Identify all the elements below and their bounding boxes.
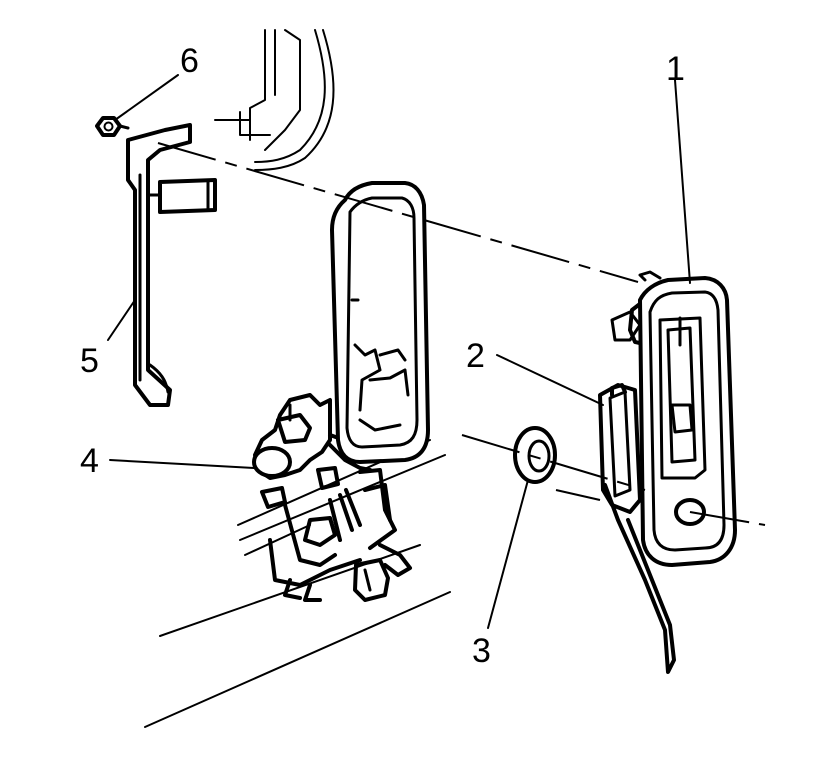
grommet-part-3 [513,426,557,484]
nut-part-6 [95,116,130,137]
handle-bezel [330,181,430,464]
alignment-lines [157,142,766,526]
rod-bracket-part-5 [126,123,217,407]
callout-2: 2 [466,337,485,375]
leader-lines [107,74,691,629]
door-frame-edge [214,29,335,171]
outside-handle-part-1 [610,270,737,567]
callout-6: 6 [180,42,199,80]
handle-seal-part-2 [598,383,676,674]
callout-4: 4 [80,442,99,480]
callout-3: 3 [472,632,491,670]
callout-1: 1 [666,50,685,88]
callout-5: 5 [80,342,99,380]
